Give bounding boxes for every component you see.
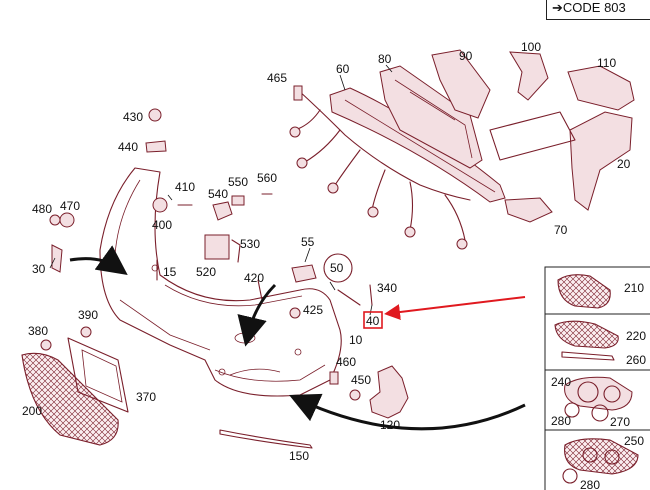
callout-110: 110 (597, 56, 616, 70)
callout-400: 400 (152, 218, 172, 232)
part-540-holder (212, 201, 233, 221)
code-reference-box (546, 0, 650, 20)
part-390-nut (80, 326, 92, 338)
part-90-guide (431, 49, 491, 119)
callout-260: 260 (626, 353, 646, 367)
part-40-pin (369, 284, 373, 306)
code-reference-label: ➔CODE 803 (552, 0, 626, 15)
bumper-cover (99, 167, 342, 397)
callout-10: 10 (349, 333, 363, 347)
callout-250: 250 (624, 434, 644, 448)
callout-470: 470 (60, 199, 80, 213)
part-120-bracket (369, 365, 409, 419)
part-460-clip (329, 371, 339, 385)
callout-420: 420 (244, 271, 264, 285)
part-465-wiring-harness (289, 85, 471, 250)
part-100-bracket (509, 51, 549, 101)
callout-40: 40 (366, 314, 380, 328)
part-400-sensor (152, 197, 168, 213)
callout-550: 550 (228, 175, 248, 189)
callout-90: 90 (459, 49, 473, 63)
callout-280-lower: 280 (580, 478, 600, 490)
part-150-trim-strip (219, 429, 313, 449)
part-470-sensor (59, 212, 75, 228)
highlight-arrow (384, 296, 526, 320)
part-220-grille (554, 320, 619, 349)
callout-410: 410 (175, 180, 195, 194)
callout-280-upper: 280 (551, 414, 571, 428)
callout-100: 100 (521, 40, 541, 54)
part-280-ring-upper (564, 402, 580, 418)
part-70-clip (504, 197, 553, 223)
callout-70: 70 (554, 223, 568, 237)
callout-560: 560 (257, 171, 277, 185)
callout-270: 270 (610, 415, 630, 429)
callout-380: 380 (28, 324, 48, 338)
part-50-detail (323, 253, 353, 283)
part-530-bracket (231, 239, 241, 263)
part-480-ring (49, 214, 61, 226)
part-450-screw (349, 389, 361, 401)
callout-150: 150 (289, 449, 309, 463)
callout-220: 220 (626, 329, 646, 343)
part-55-holder (291, 264, 317, 283)
callout-80: 80 (378, 52, 392, 66)
callout-30: 30 (32, 262, 46, 276)
part-200-lower-grille (21, 352, 119, 446)
callout-120: 120 (380, 418, 400, 432)
part-270-ring (591, 404, 609, 422)
part-210-grille (557, 274, 611, 309)
callout-60: 60 (336, 62, 350, 76)
callout-460: 460 (336, 355, 356, 369)
arrow-30-to-bumper (69, 245, 128, 276)
part-30-bracket (51, 244, 63, 273)
callout-55: 55 (301, 235, 315, 249)
part-440-clip (145, 140, 167, 153)
part-380-screw (40, 339, 52, 351)
callout-540: 540 (208, 187, 228, 201)
callout-210: 210 (624, 281, 644, 295)
callout-440: 440 (118, 140, 138, 154)
part-425-clip (289, 307, 301, 319)
part-110-bracket (567, 65, 635, 111)
callout-390: 390 (78, 308, 98, 322)
part-240-lamp-left (577, 381, 599, 403)
callout-425: 425 (303, 303, 323, 317)
part-340-strip (337, 289, 361, 306)
callout-240: 240 (551, 375, 571, 389)
callout-450: 450 (351, 373, 371, 387)
callout-430: 430 (123, 110, 143, 124)
part-20-side-bracket (569, 111, 633, 211)
part-550-clip (231, 195, 245, 206)
part-240-lamp-right (603, 385, 621, 403)
callout-labels: 10 15 20 30 40 50 55 60 70 80 90 100 110… (22, 40, 646, 490)
callout-530: 530 (240, 237, 260, 251)
variant-panel (544, 266, 650, 490)
part-10-bumper-outline (99, 167, 342, 397)
arrow-fog-to-bumper (289, 393, 526, 431)
part-20-arm (489, 111, 576, 161)
callout-50: 50 (330, 261, 344, 275)
part-430-bolt (148, 108, 162, 122)
highlight-box-40 (363, 311, 383, 329)
leader-lines (49, 64, 393, 316)
callout-15: 15 (163, 265, 177, 279)
part-420-clip (257, 279, 263, 301)
part-250-grille (564, 438, 639, 475)
part-370-plate-holder (67, 337, 129, 413)
part-80-carrier (379, 65, 483, 169)
callout-465: 465 (267, 71, 287, 85)
callout-520: 520 (196, 265, 216, 279)
part-520-module (204, 234, 230, 260)
part-280-ring-lower (562, 468, 578, 484)
callout-370: 370 (136, 390, 156, 404)
part-260-trim (561, 351, 615, 361)
callout-200: 200 (22, 404, 42, 418)
callout-480: 480 (32, 202, 52, 216)
small-parts (40, 108, 373, 401)
callout-340: 340 (377, 281, 397, 295)
arrow-55-to-bumper (237, 283, 277, 347)
callout-20: 20 (617, 157, 631, 171)
